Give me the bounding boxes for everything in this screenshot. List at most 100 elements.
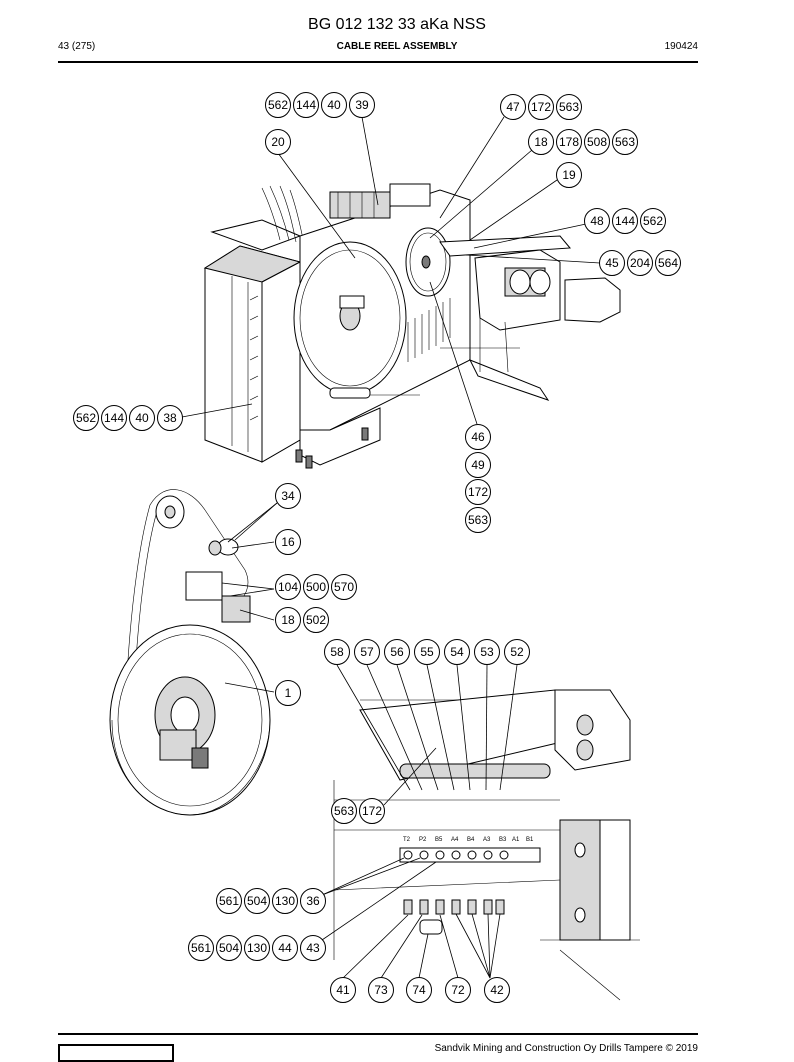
svg-text:563: 563: [334, 804, 354, 818]
callout-balloon: 49: [465, 452, 491, 478]
callout-balloon: 561: [188, 935, 214, 961]
svg-text:172: 172: [468, 485, 488, 499]
svg-text:130: 130: [247, 941, 267, 955]
svg-text:178: 178: [559, 135, 579, 149]
callout-balloon: 18: [275, 607, 301, 633]
svg-text:504: 504: [247, 894, 267, 908]
svg-text:46: 46: [471, 430, 485, 444]
callout-balloon: 562: [73, 405, 99, 431]
svg-text:172: 172: [531, 100, 551, 114]
callout-balloon: 47: [500, 94, 526, 120]
svg-text:49: 49: [471, 458, 485, 472]
svg-text:563: 563: [468, 513, 488, 527]
svg-text:57: 57: [360, 645, 374, 659]
svg-text:55: 55: [420, 645, 434, 659]
svg-text:502: 502: [306, 613, 326, 627]
callout-balloon: 504: [244, 888, 270, 914]
svg-text:562: 562: [76, 411, 96, 425]
callout-balloon: 144: [101, 405, 127, 431]
callout-balloon: 39: [349, 92, 375, 118]
callout-balloon: 45: [599, 250, 625, 276]
valve-label: B1: [526, 837, 534, 843]
callout-balloon: 54: [444, 639, 470, 665]
callout-balloon: 57: [354, 639, 380, 665]
footer-copyright: Sandvik Mining and Construction Oy Drill…: [434, 1043, 698, 1054]
svg-text:42: 42: [490, 983, 504, 997]
svg-text:40: 40: [135, 411, 149, 425]
upper-assembly-illustration: [203, 183, 621, 469]
valve-label: B4: [467, 837, 475, 843]
callout-balloon: 55: [414, 639, 440, 665]
valve-label: A3: [483, 837, 491, 843]
valve-label: B5: [435, 837, 443, 843]
callout-balloon: 204: [627, 250, 653, 276]
svg-text:58: 58: [330, 645, 344, 659]
svg-text:72: 72: [451, 983, 465, 997]
svg-text:48: 48: [590, 214, 604, 228]
callout-balloon: 172: [528, 94, 554, 120]
callout-balloon: 570: [331, 574, 357, 600]
callout-balloon: 561: [216, 888, 242, 914]
callout-balloon: 74: [406, 977, 432, 1003]
callout-balloon: 18: [528, 129, 554, 155]
svg-text:18: 18: [534, 135, 548, 149]
callout-balloon: 72: [445, 977, 471, 1003]
callout-balloon: 130: [272, 888, 298, 914]
valve-block-illustration: T2 P2 B5 A4 B4 A3 B3 A1 B1: [333, 689, 640, 1001]
svg-text:36: 36: [306, 894, 320, 908]
svg-text:47: 47: [506, 100, 520, 114]
callout-balloon: 564: [655, 250, 681, 276]
callout-balloon: 563: [612, 129, 638, 155]
callout-balloon: 52: [504, 639, 530, 665]
callout-balloon: 36: [300, 888, 326, 914]
svg-text:16: 16: [281, 535, 295, 549]
svg-text:74: 74: [412, 983, 426, 997]
svg-text:19: 19: [562, 168, 576, 182]
callout-balloon: 56: [384, 639, 410, 665]
callout-balloon: 562: [640, 208, 666, 234]
callout-balloon: 34: [275, 483, 301, 509]
callout-balloon: 38: [157, 405, 183, 431]
svg-text:204: 204: [630, 256, 650, 270]
callout-balloon: 40: [129, 405, 155, 431]
svg-text:1: 1: [285, 686, 292, 700]
document-date: 190424: [664, 41, 698, 52]
svg-text:45: 45: [605, 256, 619, 270]
callout-balloon: 16: [275, 529, 301, 555]
svg-text:54: 54: [450, 645, 464, 659]
valve-label: A4: [451, 837, 459, 843]
leader-lines: [181, 116, 601, 979]
callout-balloon: 42: [484, 977, 510, 1003]
document-title: BG 012 132 33 aKa NSS: [308, 16, 486, 33]
callout-balloon: 19: [556, 162, 582, 188]
valve-label: A1: [512, 837, 520, 843]
svg-text:20: 20: [271, 135, 285, 149]
callout-balloon: 563: [556, 94, 582, 120]
callout-balloon: 48: [584, 208, 610, 234]
section-title: CABLE REEL ASSEMBLY: [336, 41, 458, 52]
callout-balloon: 73: [368, 977, 394, 1003]
callout-balloon: 504: [216, 935, 242, 961]
svg-text:508: 508: [587, 135, 607, 149]
svg-text:144: 144: [296, 98, 316, 112]
svg-text:38: 38: [163, 411, 177, 425]
callout-balloon: 178: [556, 129, 582, 155]
callout-balloon: 46: [465, 424, 491, 450]
callout-balloon: 508: [584, 129, 610, 155]
callout-balloon: 53: [474, 639, 500, 665]
callout-balloon: 40: [321, 92, 347, 118]
callout-balloon: 562: [265, 92, 291, 118]
callout-balloon: 172: [465, 479, 491, 505]
svg-text:563: 563: [615, 135, 635, 149]
svg-text:41: 41: [336, 983, 350, 997]
svg-text:52: 52: [510, 645, 524, 659]
callout-balloon: 563: [465, 507, 491, 533]
svg-text:53: 53: [480, 645, 494, 659]
svg-text:563: 563: [559, 100, 579, 114]
callout-balloon: 172: [359, 798, 385, 824]
callout-balloon: 500: [303, 574, 329, 600]
callout-balloon: 144: [612, 208, 638, 234]
svg-text:562: 562: [643, 214, 663, 228]
svg-text:562: 562: [268, 98, 288, 112]
